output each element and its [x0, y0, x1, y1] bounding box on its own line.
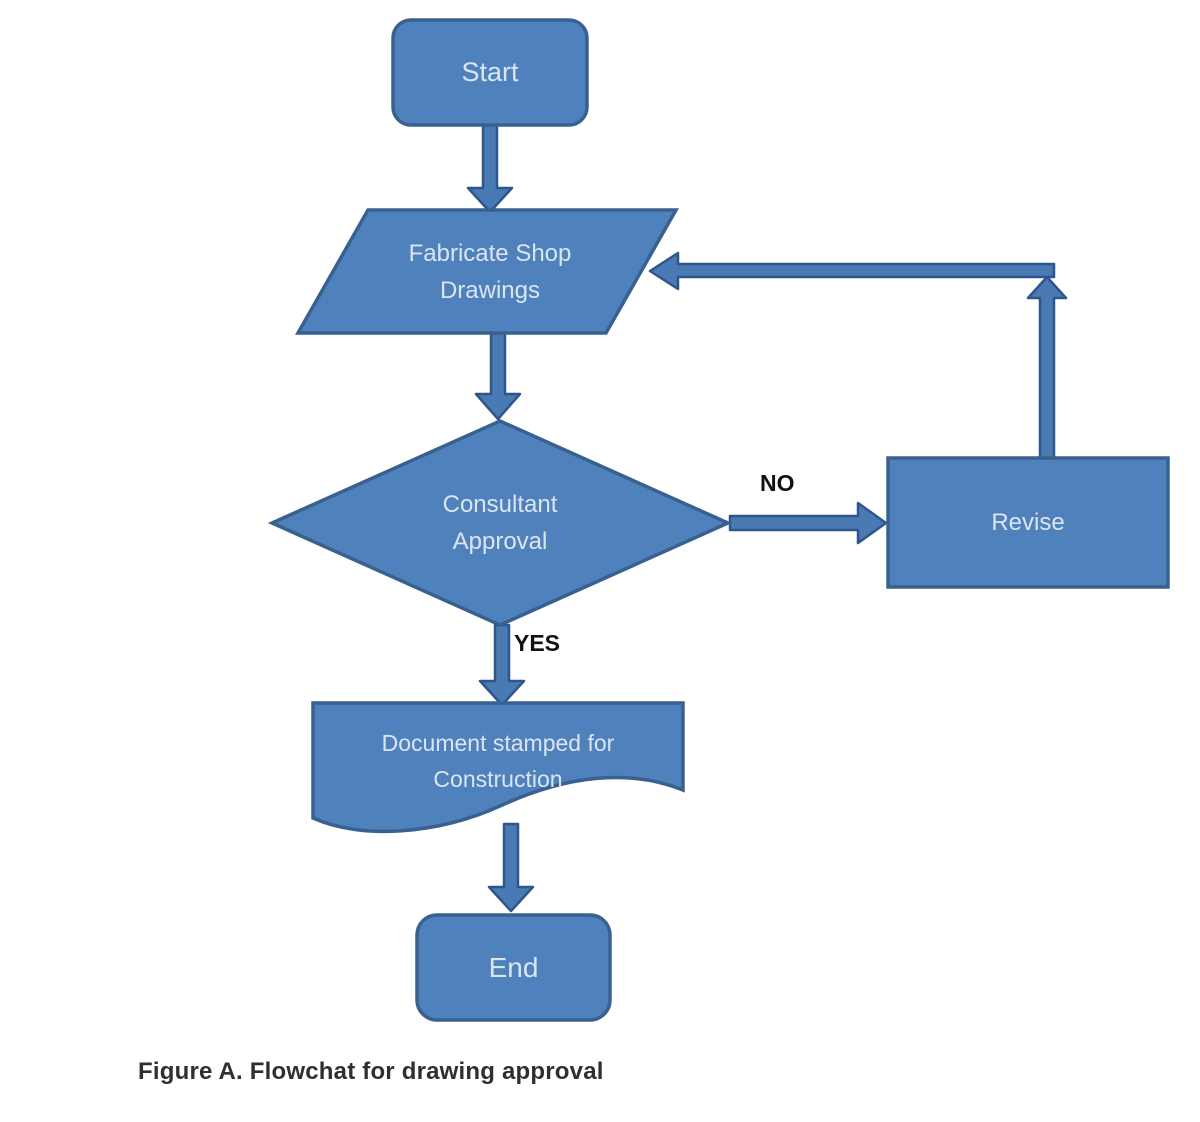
arrow-fabricate-to-decision [474, 331, 522, 421]
fabricate-node-shape [294, 208, 680, 335]
revise-node-shape [886, 456, 1170, 589]
arrow-decision-to-document-yes [478, 623, 526, 707]
start-node-shape [391, 18, 589, 127]
decision-node-shape [267, 419, 733, 627]
end-node-shape [415, 913, 612, 1022]
figure-caption: Figure A. Flowchat for drawing approval [138, 1058, 604, 1085]
arrow-loop-horizontal-to-fabricate [648, 251, 1056, 291]
document-node-shape [311, 701, 685, 834]
arrow-decision-to-revise-no [728, 501, 888, 545]
arrow-revise-loop-vertical [1026, 275, 1068, 460]
arrow-start-to-fabricate [466, 123, 514, 214]
arrow-document-to-end [487, 822, 535, 913]
